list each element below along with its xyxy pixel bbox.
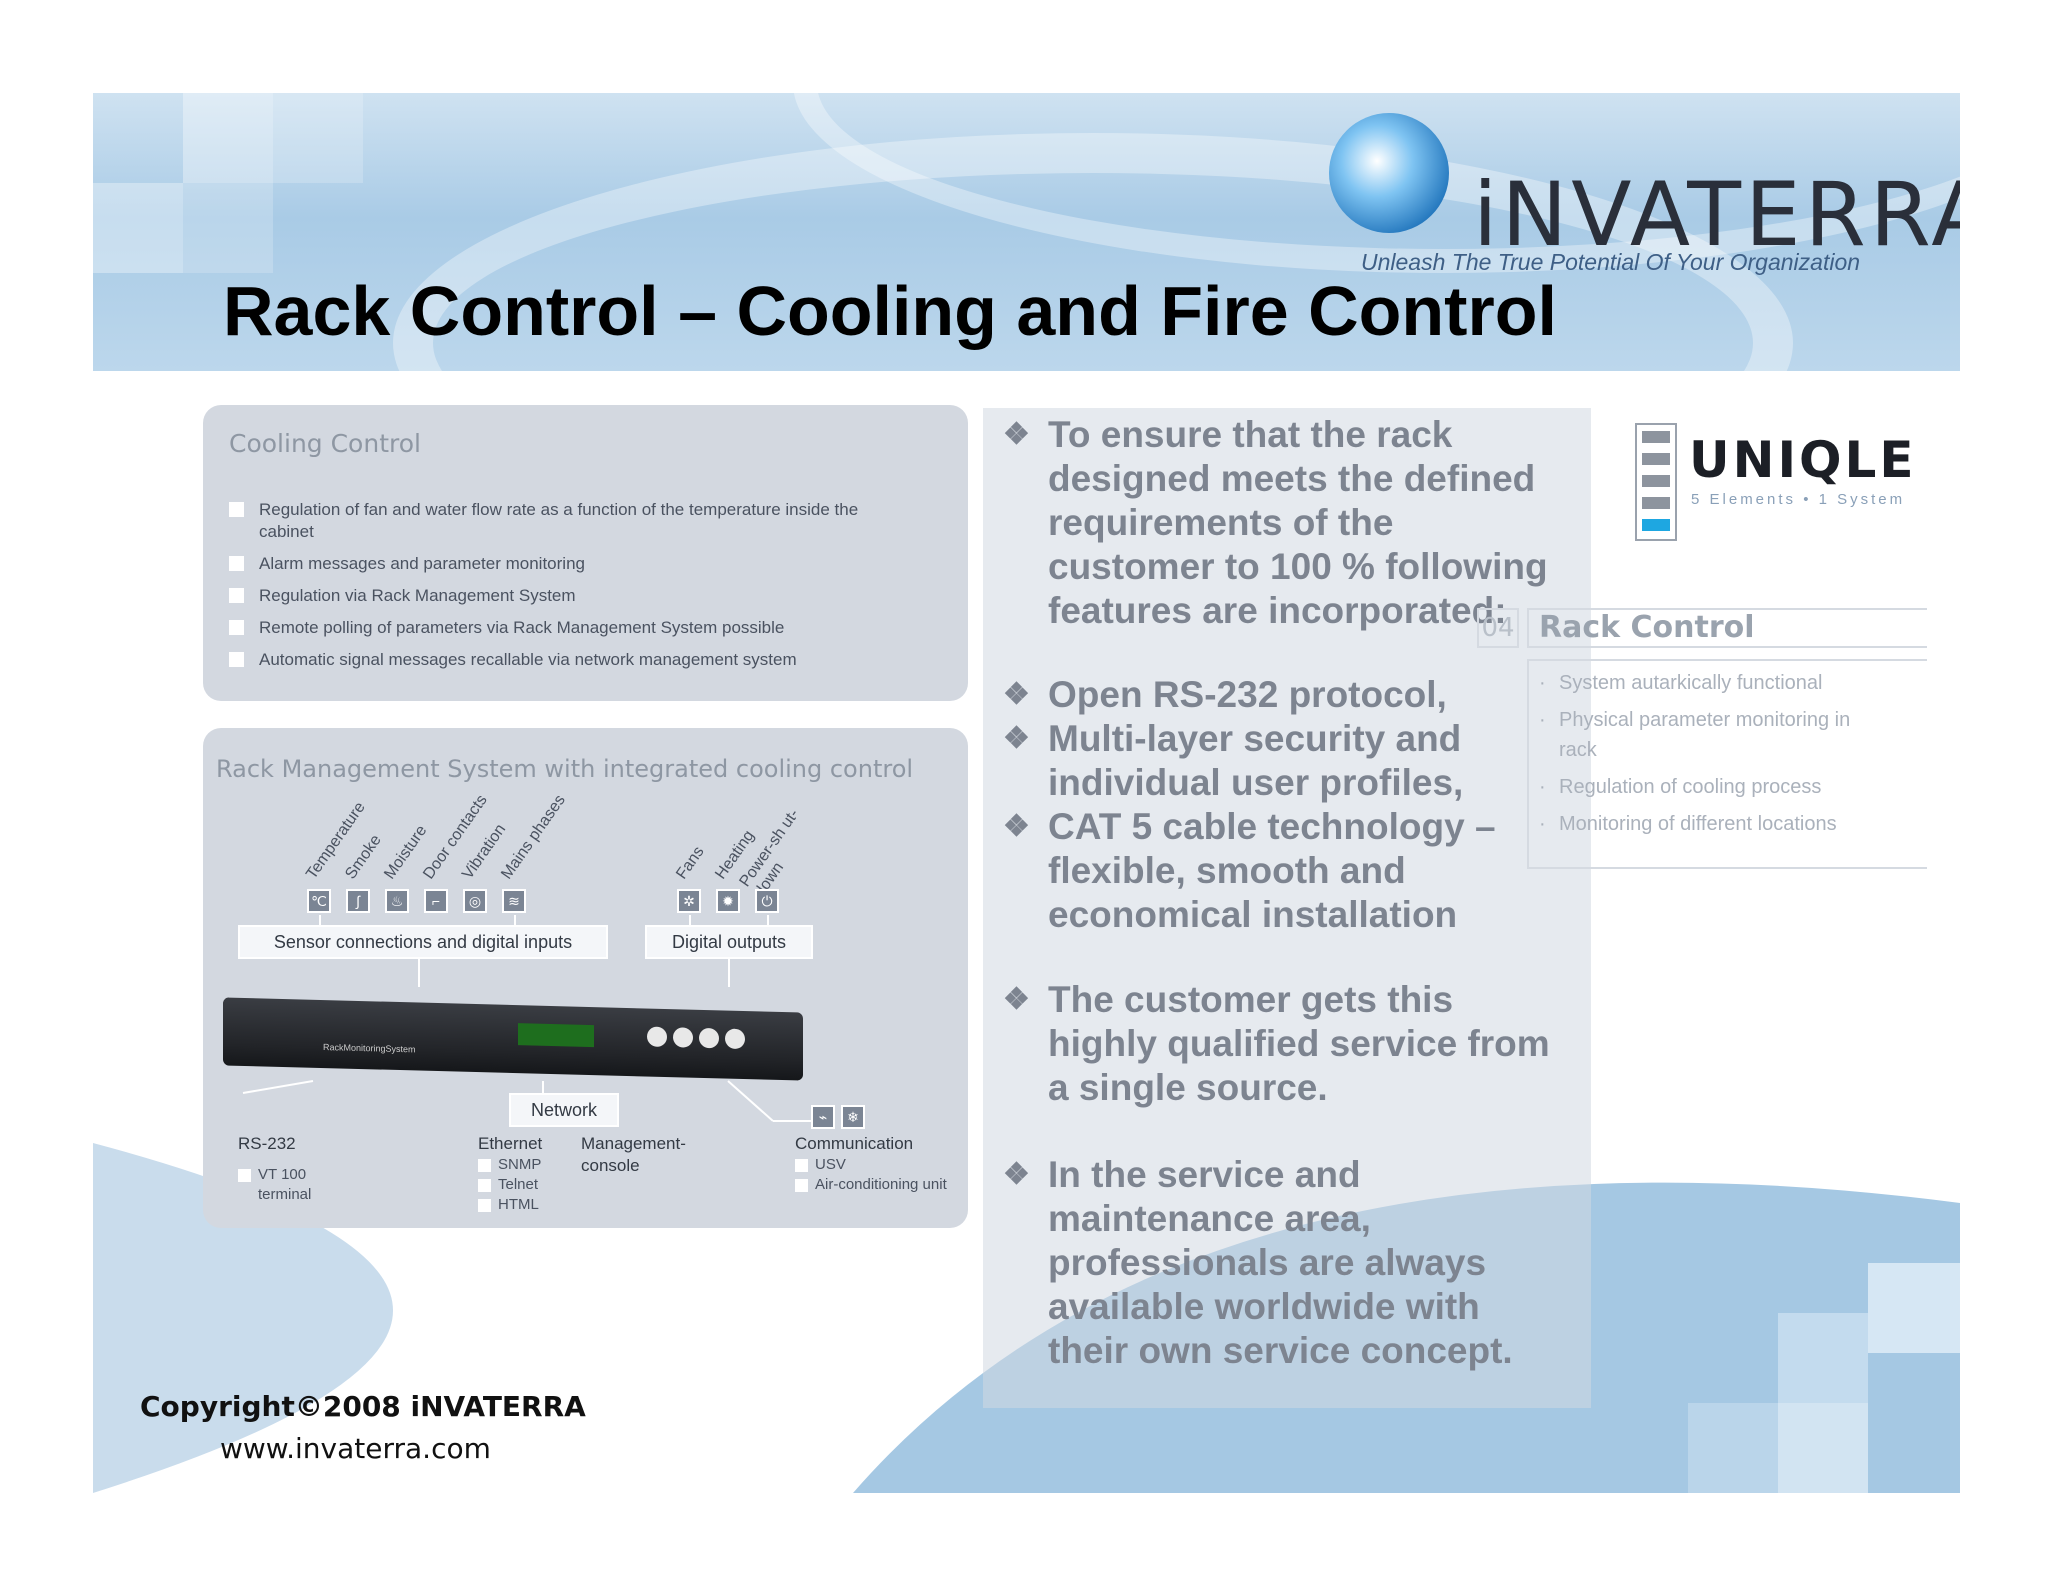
list-item: ·Physical parameter monitoring in rack (1539, 709, 1851, 761)
list-item: VT 100 terminal (238, 1165, 348, 1205)
ethernet-group: Ethernet SNMP Telnet HTML (478, 1133, 542, 1215)
network-frame: Network (509, 1093, 619, 1127)
brand-tagline: Unleash The True Potential Of Your Organ… (1361, 249, 1861, 275)
output-frame: Digital outputs (645, 925, 813, 959)
bullet-point: ❖CAT 5 cable technology – flexible, smoo… (1003, 806, 1496, 935)
bullet-point: ❖Multi-layer security and individual use… (1003, 718, 1464, 803)
list-item: Alarm messages and parameter monitoring (229, 553, 909, 575)
ups-icon: ⌁ (811, 1105, 835, 1129)
door-contact-icon: ⌐ (424, 889, 448, 913)
device-button (647, 1026, 667, 1048)
rack-control-box (1527, 659, 1927, 869)
rack-control-number: 04 (1477, 608, 1519, 648)
checkbox-icon (795, 1179, 808, 1192)
diamond-bullet-icon: ❖ (1003, 418, 1030, 451)
slide: iNVATERRA Unleash The True Potential Of … (93, 93, 1960, 1493)
website-link[interactable]: www.invaterra.com (220, 1432, 491, 1465)
checkbox-icon (229, 588, 244, 603)
list-item: ·Regulation of cooling process (1539, 776, 1822, 798)
diamond-bullet-icon: ❖ (1003, 983, 1030, 1016)
list-item: Telnet (478, 1175, 542, 1195)
rack-control-list: ·System autarkically functional ·Physica… (1533, 668, 1873, 846)
uniqle-tagline: 5 Elements • 1 System (1691, 491, 1906, 508)
mains-phases-icon: ≋ (502, 889, 526, 913)
diamond-bullet-icon: ❖ (1003, 810, 1030, 843)
rs232-label: RS-232 (238, 1134, 296, 1153)
checkbox-icon (795, 1159, 808, 1172)
connection-lines (242, 1080, 813, 1122)
cooling-control-title: Cooling Control (229, 429, 421, 458)
power-icon: ⏻ (755, 889, 779, 913)
ethernet-label: Ethernet (478, 1134, 543, 1153)
vibration-icon: ◎ (463, 889, 487, 913)
checkbox-icon (229, 652, 244, 667)
cooling-control-list: Regulation of fan and water flow rate as… (229, 499, 909, 681)
communication-group: Communication USV Air-conditioning unit (795, 1133, 965, 1195)
list-item: Regulation via Rack Management System (229, 585, 909, 607)
rms-title: Rack Management System with integrated c… (216, 755, 914, 783)
bullet-point: ❖Open RS-232 protocol, (1003, 674, 1447, 715)
rack-control-title: Rack Control (1527, 608, 1927, 648)
rms-panel (203, 728, 968, 1228)
uniqle-bars-icon (1635, 423, 1677, 541)
diamond-bullet-icon: ❖ (1003, 722, 1030, 755)
checkbox-icon (229, 556, 244, 571)
checkbox-icon (478, 1159, 491, 1172)
air-conditioning-icon: ❄ (841, 1105, 865, 1129)
moisture-icon: ♨ (385, 889, 409, 913)
bullet-point: ❖The customer gets this highly qualified… (1003, 979, 1550, 1108)
cooling-control-panel: Cooling Control Regulation of fan and wa… (203, 405, 968, 701)
list-item: USV (795, 1155, 965, 1175)
checkbox-icon (478, 1199, 491, 1212)
globe-logo-icon (1329, 113, 1449, 233)
list-item: SNMP (478, 1155, 542, 1175)
bullets-panel (983, 408, 1591, 1408)
copyright: Copyright©2008 iNVATERRA (140, 1390, 586, 1423)
diamond-bullet-icon: ❖ (1003, 1158, 1030, 1191)
brand-logo: iNVATERRA (1473, 163, 1960, 266)
management-group: Management-console (581, 1133, 711, 1177)
list-item: ·System autarkically functional (1539, 672, 1823, 694)
checkbox-icon (478, 1179, 491, 1192)
list-item: ·Monitoring of different locations (1539, 813, 1837, 835)
device-brand: RackMonitoringSystem (323, 1042, 416, 1055)
heating-icon: ✹ (716, 889, 740, 913)
header-band (93, 93, 1960, 371)
checkbox-icon (229, 502, 244, 517)
bullet-point: ❖In the service and maintenance area, pr… (1003, 1154, 1513, 1371)
sensor-frame: Sensor connections and digital inputs (238, 925, 608, 959)
fan-icon: ✲ (677, 889, 701, 913)
list-item: Regulation of fan and water flow rate as… (229, 499, 909, 543)
device-button (673, 1027, 693, 1048)
list-item: Remote polling of parameters via Rack Ma… (229, 617, 909, 639)
bullet-point: ❖To ensure that the rack designed meets … (1003, 414, 1548, 631)
device-button (699, 1027, 719, 1049)
list-item: HTML (478, 1195, 542, 1215)
slide-title: Rack Control – Cooling and Fire Control (223, 272, 1557, 350)
management-label: Management-console (581, 1134, 686, 1175)
list-item: Automatic signal messages recallable via… (229, 649, 909, 671)
list-item: Air-conditioning unit (795, 1175, 965, 1195)
uniqle-logo: UNIQLE (1689, 431, 1917, 489)
device-button (725, 1028, 745, 1050)
checkbox-icon (229, 620, 244, 635)
checkbox-icon (238, 1169, 251, 1182)
temperature-icon: ℃ (307, 889, 331, 913)
rs232-group: RS-232 VT 100 terminal (238, 1133, 348, 1205)
communication-label: Communication (795, 1134, 914, 1153)
diamond-bullet-icon: ❖ (1003, 678, 1030, 711)
smoke-icon: ∫ (346, 889, 370, 913)
lcd-display (518, 1023, 594, 1048)
